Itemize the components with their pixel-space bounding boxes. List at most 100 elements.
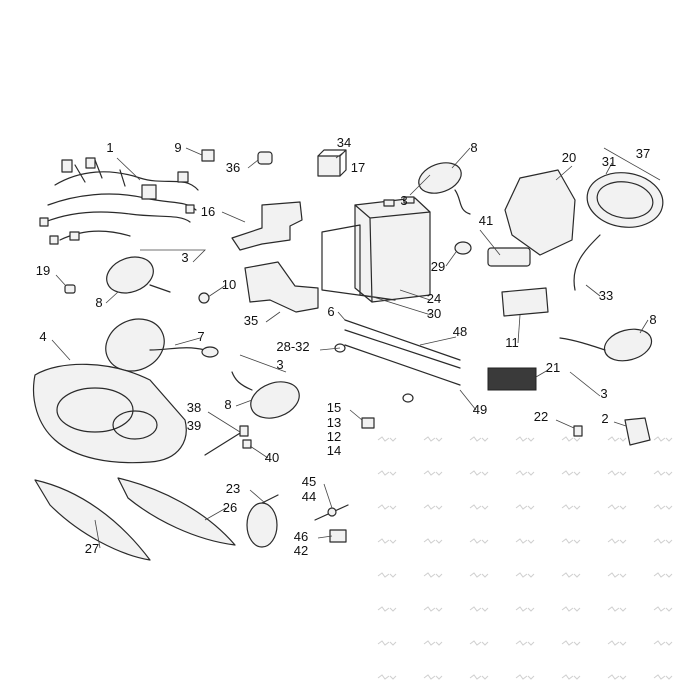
bolt-part <box>204 429 246 456</box>
watermark-mark <box>377 640 397 646</box>
watermark-mark <box>423 606 443 612</box>
watermark-mark <box>423 504 443 510</box>
watermark-mark <box>561 606 581 612</box>
callout-40: 40 <box>265 450 279 465</box>
indicator-top-part <box>418 162 471 215</box>
callout-3: 3 <box>181 250 188 265</box>
regulator-part <box>487 367 537 391</box>
watermark-mark <box>561 538 581 544</box>
callout-4: 4 <box>39 329 46 344</box>
watermark-mark <box>561 436 581 442</box>
battery-part <box>354 196 431 303</box>
watermark-mark <box>423 674 443 680</box>
watermark-mark <box>515 470 535 476</box>
watermark-mark <box>469 606 489 612</box>
callout-46: 46 <box>294 529 308 544</box>
watermark-mark <box>653 572 673 578</box>
watermark-mark <box>515 674 535 680</box>
callout-8: 8 <box>95 295 102 310</box>
indicator-middle-part <box>231 371 300 419</box>
battery-cables-part <box>334 319 461 403</box>
bulb-holder-part <box>257 151 273 165</box>
watermark-mark <box>561 572 581 578</box>
watermark-mark <box>561 674 581 680</box>
watermark-mark <box>561 640 581 646</box>
watermark-mark <box>607 470 627 476</box>
plate-lens-part <box>501 287 549 317</box>
watermark-mark <box>515 436 535 442</box>
wiring-harness-part <box>39 157 199 245</box>
watermark-mark <box>377 606 397 612</box>
watermark-mark <box>469 470 489 476</box>
lens-right-part <box>117 477 236 546</box>
hardware-part <box>314 504 349 543</box>
callout-20: 20 <box>562 150 576 165</box>
callout-24: 24 <box>427 291 441 306</box>
plate-light-part <box>487 247 531 267</box>
watermark-mark <box>561 470 581 476</box>
callout-13: 13 <box>327 415 341 430</box>
watermark-mark <box>607 674 627 680</box>
watermark-mark <box>515 538 535 544</box>
callout-8: 8 <box>649 312 656 327</box>
watermark-mark <box>653 470 673 476</box>
callout-41: 41 <box>479 213 493 228</box>
watermark-mark <box>515 572 535 578</box>
callout-26: 26 <box>223 500 237 515</box>
callout-30: 30 <box>427 306 441 321</box>
clip-part <box>201 149 215 162</box>
callout-45: 45 <box>302 474 316 489</box>
indicator-right-part <box>559 328 653 362</box>
callout-48: 48 <box>453 324 467 339</box>
callout-34: 34 <box>337 135 351 150</box>
watermark-mark <box>607 538 627 544</box>
watermark-mark <box>469 674 489 680</box>
watermark-mark <box>377 538 397 544</box>
watermark-mark <box>607 504 627 510</box>
battery-box-part <box>321 224 396 301</box>
relay-part <box>317 149 347 177</box>
screw-part <box>198 292 210 304</box>
headlight-assembly-part <box>32 363 187 464</box>
callout-14: 14 <box>327 443 341 458</box>
callout-6: 6 <box>327 304 334 319</box>
tail-cable-part <box>573 234 601 291</box>
callout-15: 15 <box>327 400 341 415</box>
watermark-mark <box>607 606 627 612</box>
watermark-mark <box>423 572 443 578</box>
callout-3: 3 <box>600 386 607 401</box>
watermark-mark <box>653 640 673 646</box>
nut-part <box>242 439 252 449</box>
callout-38: 38 <box>187 400 201 415</box>
callout-8: 8 <box>470 140 477 155</box>
callout-28-32: 28-32 <box>276 339 309 354</box>
callout-19: 19 <box>36 263 50 278</box>
callout-39: 39 <box>187 418 201 433</box>
callout-1: 1 <box>106 140 113 155</box>
callout-10: 10 <box>222 277 236 292</box>
callout-17: 17 <box>351 160 365 175</box>
callout-21: 21 <box>546 360 560 375</box>
bolt-head-part <box>239 425 249 437</box>
callout-12: 12 <box>327 429 341 444</box>
tail-light-part <box>586 172 664 228</box>
watermark-mark <box>377 470 397 476</box>
watermark-pattern <box>377 436 673 680</box>
watermark-mark <box>469 538 489 544</box>
watermark-mark <box>377 504 397 510</box>
headlight-bowl-part <box>105 318 219 372</box>
callout-8: 8 <box>224 397 231 412</box>
watermark-mark <box>607 572 627 578</box>
callout-29: 29 <box>431 259 445 274</box>
callout-42: 42 <box>294 543 308 558</box>
watermark-mark <box>377 572 397 578</box>
callout-9: 9 <box>174 140 181 155</box>
horn-part <box>246 494 279 548</box>
rear-bracket-part <box>504 169 576 256</box>
watermark-mark <box>515 640 535 646</box>
callout-31: 31 <box>602 154 616 169</box>
watermark-mark <box>377 674 397 680</box>
callout-44: 44 <box>302 489 316 504</box>
